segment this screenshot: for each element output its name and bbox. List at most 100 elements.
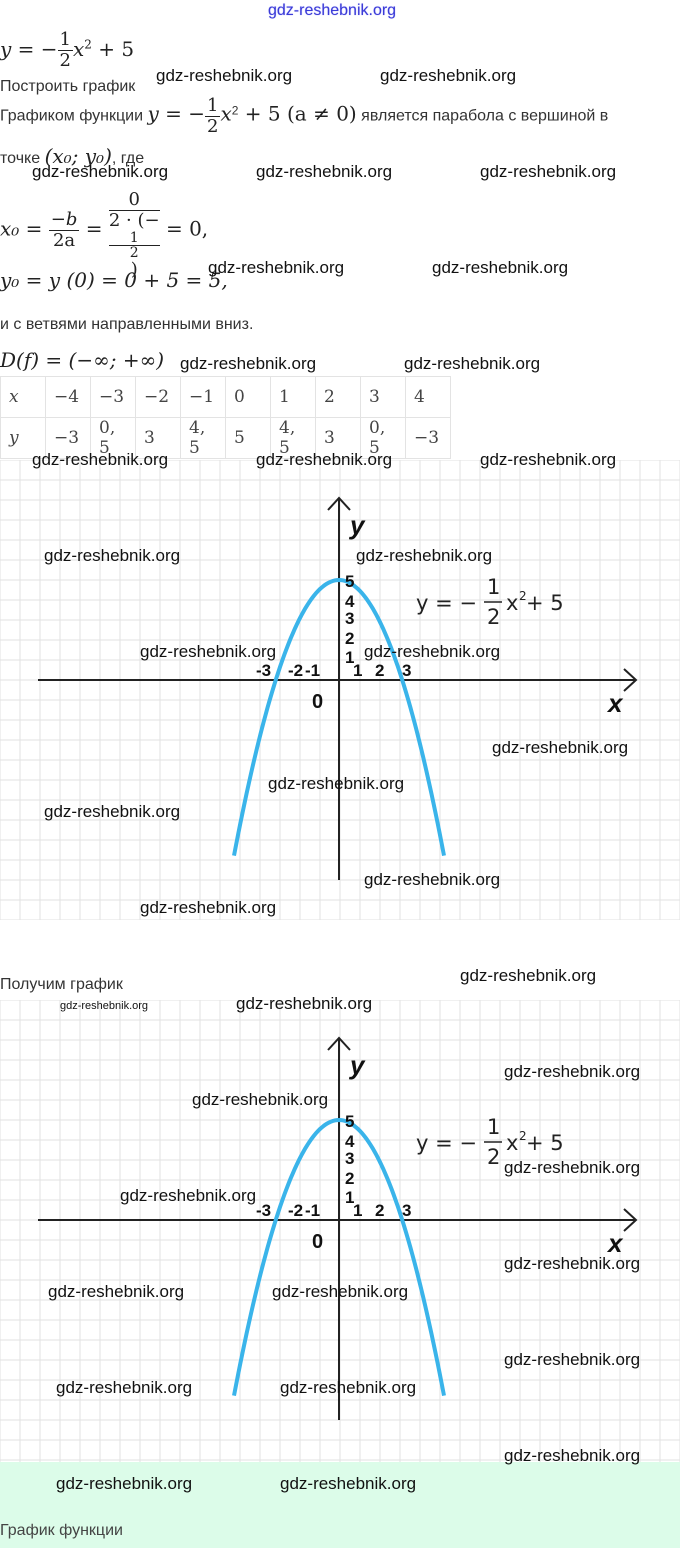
build-label: Построить график xyxy=(0,78,136,95)
watermark: gdz-reshebnik.org xyxy=(480,162,617,181)
watermark: gdz-reshebnik.org xyxy=(192,1090,329,1109)
den-pre: 2 · (− xyxy=(108,210,160,231)
numerator: 1 xyxy=(57,29,73,51)
formula-tail: + 5 xyxy=(91,37,135,61)
x-axis-label: x xyxy=(606,1228,624,1258)
watermark: gdz-reshebnik.org xyxy=(236,994,373,1013)
numerator: −b xyxy=(48,208,80,231)
table-cell: 2 xyxy=(315,376,361,418)
watermark: gdz-reshebnik.org xyxy=(256,162,393,181)
desc-x: x xyxy=(220,101,232,126)
watermark: gdz-reshebnik.org xyxy=(140,898,277,917)
table-cell: −3 xyxy=(90,376,136,418)
formula-denominator: 2 xyxy=(487,605,500,629)
table-cell: 4, 5 xyxy=(270,417,316,459)
watermark: gdz-reshebnik.org xyxy=(280,1474,417,1493)
y-tick-label: 5 xyxy=(345,572,354,591)
watermark: gdz-reshebnik.org xyxy=(208,258,345,277)
denominator: 2a xyxy=(52,229,76,251)
table-cell: −3 xyxy=(405,417,451,459)
x-tick-label: 2 xyxy=(375,1201,384,1220)
formula-lhs: y = − xyxy=(416,1131,477,1155)
y-axis-label: y xyxy=(348,510,366,540)
watermark: gdz-reshebnik.org xyxy=(44,546,181,565)
watermark: gdz-reshebnik.org xyxy=(272,1282,409,1301)
table-cell: 4, 5 xyxy=(180,417,226,459)
table-cell: 0, 5 xyxy=(360,417,406,459)
watermark: gdz-reshebnik.org xyxy=(504,1158,641,1177)
description-line-2: точке (x₀; y₀), где xyxy=(0,144,144,168)
footer-band: График функции xyxy=(0,1462,680,1548)
desc-line2-suffix: , где xyxy=(111,150,145,167)
watermark: gdz-reshebnik.org xyxy=(460,966,597,985)
table-cell: 3 xyxy=(315,417,361,459)
y-tick-label: 5 xyxy=(345,1112,354,1131)
desc-math-lhs: y = − xyxy=(147,101,206,126)
equals: = xyxy=(85,216,103,241)
y-tick-label: 2 xyxy=(345,1169,354,1188)
watermark: gdz-reshebnik.org xyxy=(44,802,181,821)
x-tick-label: 3 xyxy=(402,661,411,680)
site-watermark-link[interactable]: gdz-reshebnik.org xyxy=(268,2,397,19)
formula-lhs: y = − xyxy=(416,591,477,615)
watermark: gdz-reshebnik.org xyxy=(492,738,629,757)
watermark: gdz-reshebnik.org xyxy=(504,1446,641,1465)
desc-suffix: является парабола с вершиной в xyxy=(356,107,609,125)
numerator: 1 xyxy=(205,95,221,117)
watermark: gdz-reshebnik.org xyxy=(180,354,317,373)
watermark: gdz-reshebnik.org xyxy=(156,66,293,85)
y-tick-label: 3 xyxy=(345,1149,354,1168)
formula-tail: + 5 xyxy=(526,1131,564,1155)
desc-prefix: Графиком функции xyxy=(0,107,148,125)
table-cell: 3 xyxy=(135,417,181,459)
x0-lhs: x₀ = xyxy=(0,216,43,241)
desc-line2-prefix: точке xyxy=(0,150,45,167)
formula-numerator: 1 xyxy=(487,1115,500,1139)
formula-x: x xyxy=(506,591,518,615)
y-axis-arrow-icon xyxy=(327,1036,351,1051)
x-tick-label: -3 xyxy=(256,661,271,680)
watermark: gdz-reshebnik.org xyxy=(404,354,541,373)
y-axis-arrow-icon xyxy=(327,496,351,511)
y-tick-label: 1 xyxy=(345,648,354,667)
table-cell: −2 xyxy=(135,376,181,418)
watermark: gdz-reshebnik.org xyxy=(48,1282,185,1301)
desc-exp: 2 xyxy=(231,103,239,118)
x-tick-label: 1 xyxy=(353,1201,362,1220)
watermark: gdz-reshebnik.org xyxy=(504,1062,641,1081)
table-cell: 3 xyxy=(360,376,406,418)
x-tick-label: -2 xyxy=(288,661,303,680)
branches-text: и с ветвями направленными вниз. xyxy=(0,316,254,333)
formula-exponent: 2 xyxy=(519,589,527,603)
y-tick-label: 4 xyxy=(345,1132,355,1151)
x-axis-label: x xyxy=(606,688,624,718)
y-axis-label: y xyxy=(348,1050,366,1080)
footer-label: График функции xyxy=(0,1522,123,1539)
table-cell: 1 xyxy=(270,376,316,418)
watermark-small: gdz-reshebnik.org xyxy=(60,1000,149,1012)
watermark: gdz-reshebnik.org xyxy=(120,1186,257,1205)
x-tick-label: 3 xyxy=(402,1201,411,1220)
x-axis-arrow-icon xyxy=(623,1208,638,1232)
formula-tail: + 5 xyxy=(526,591,564,615)
watermark: gdz-reshebnik.org xyxy=(256,450,393,469)
formula-x: x xyxy=(72,37,85,61)
watermark: gdz-reshebnik.org xyxy=(280,1378,417,1397)
formula-x: x xyxy=(506,1131,518,1155)
denominator: 2 xyxy=(207,116,219,137)
watermark: gdz-reshebnik.org xyxy=(380,66,517,85)
watermark: gdz-reshebnik.org xyxy=(504,1350,641,1369)
x-tick-label: -1 xyxy=(305,1201,320,1220)
x-tick-label: -1 xyxy=(305,661,320,680)
x-tick-label: 1 xyxy=(353,661,362,680)
watermark: gdz-reshebnik.org xyxy=(32,162,169,181)
